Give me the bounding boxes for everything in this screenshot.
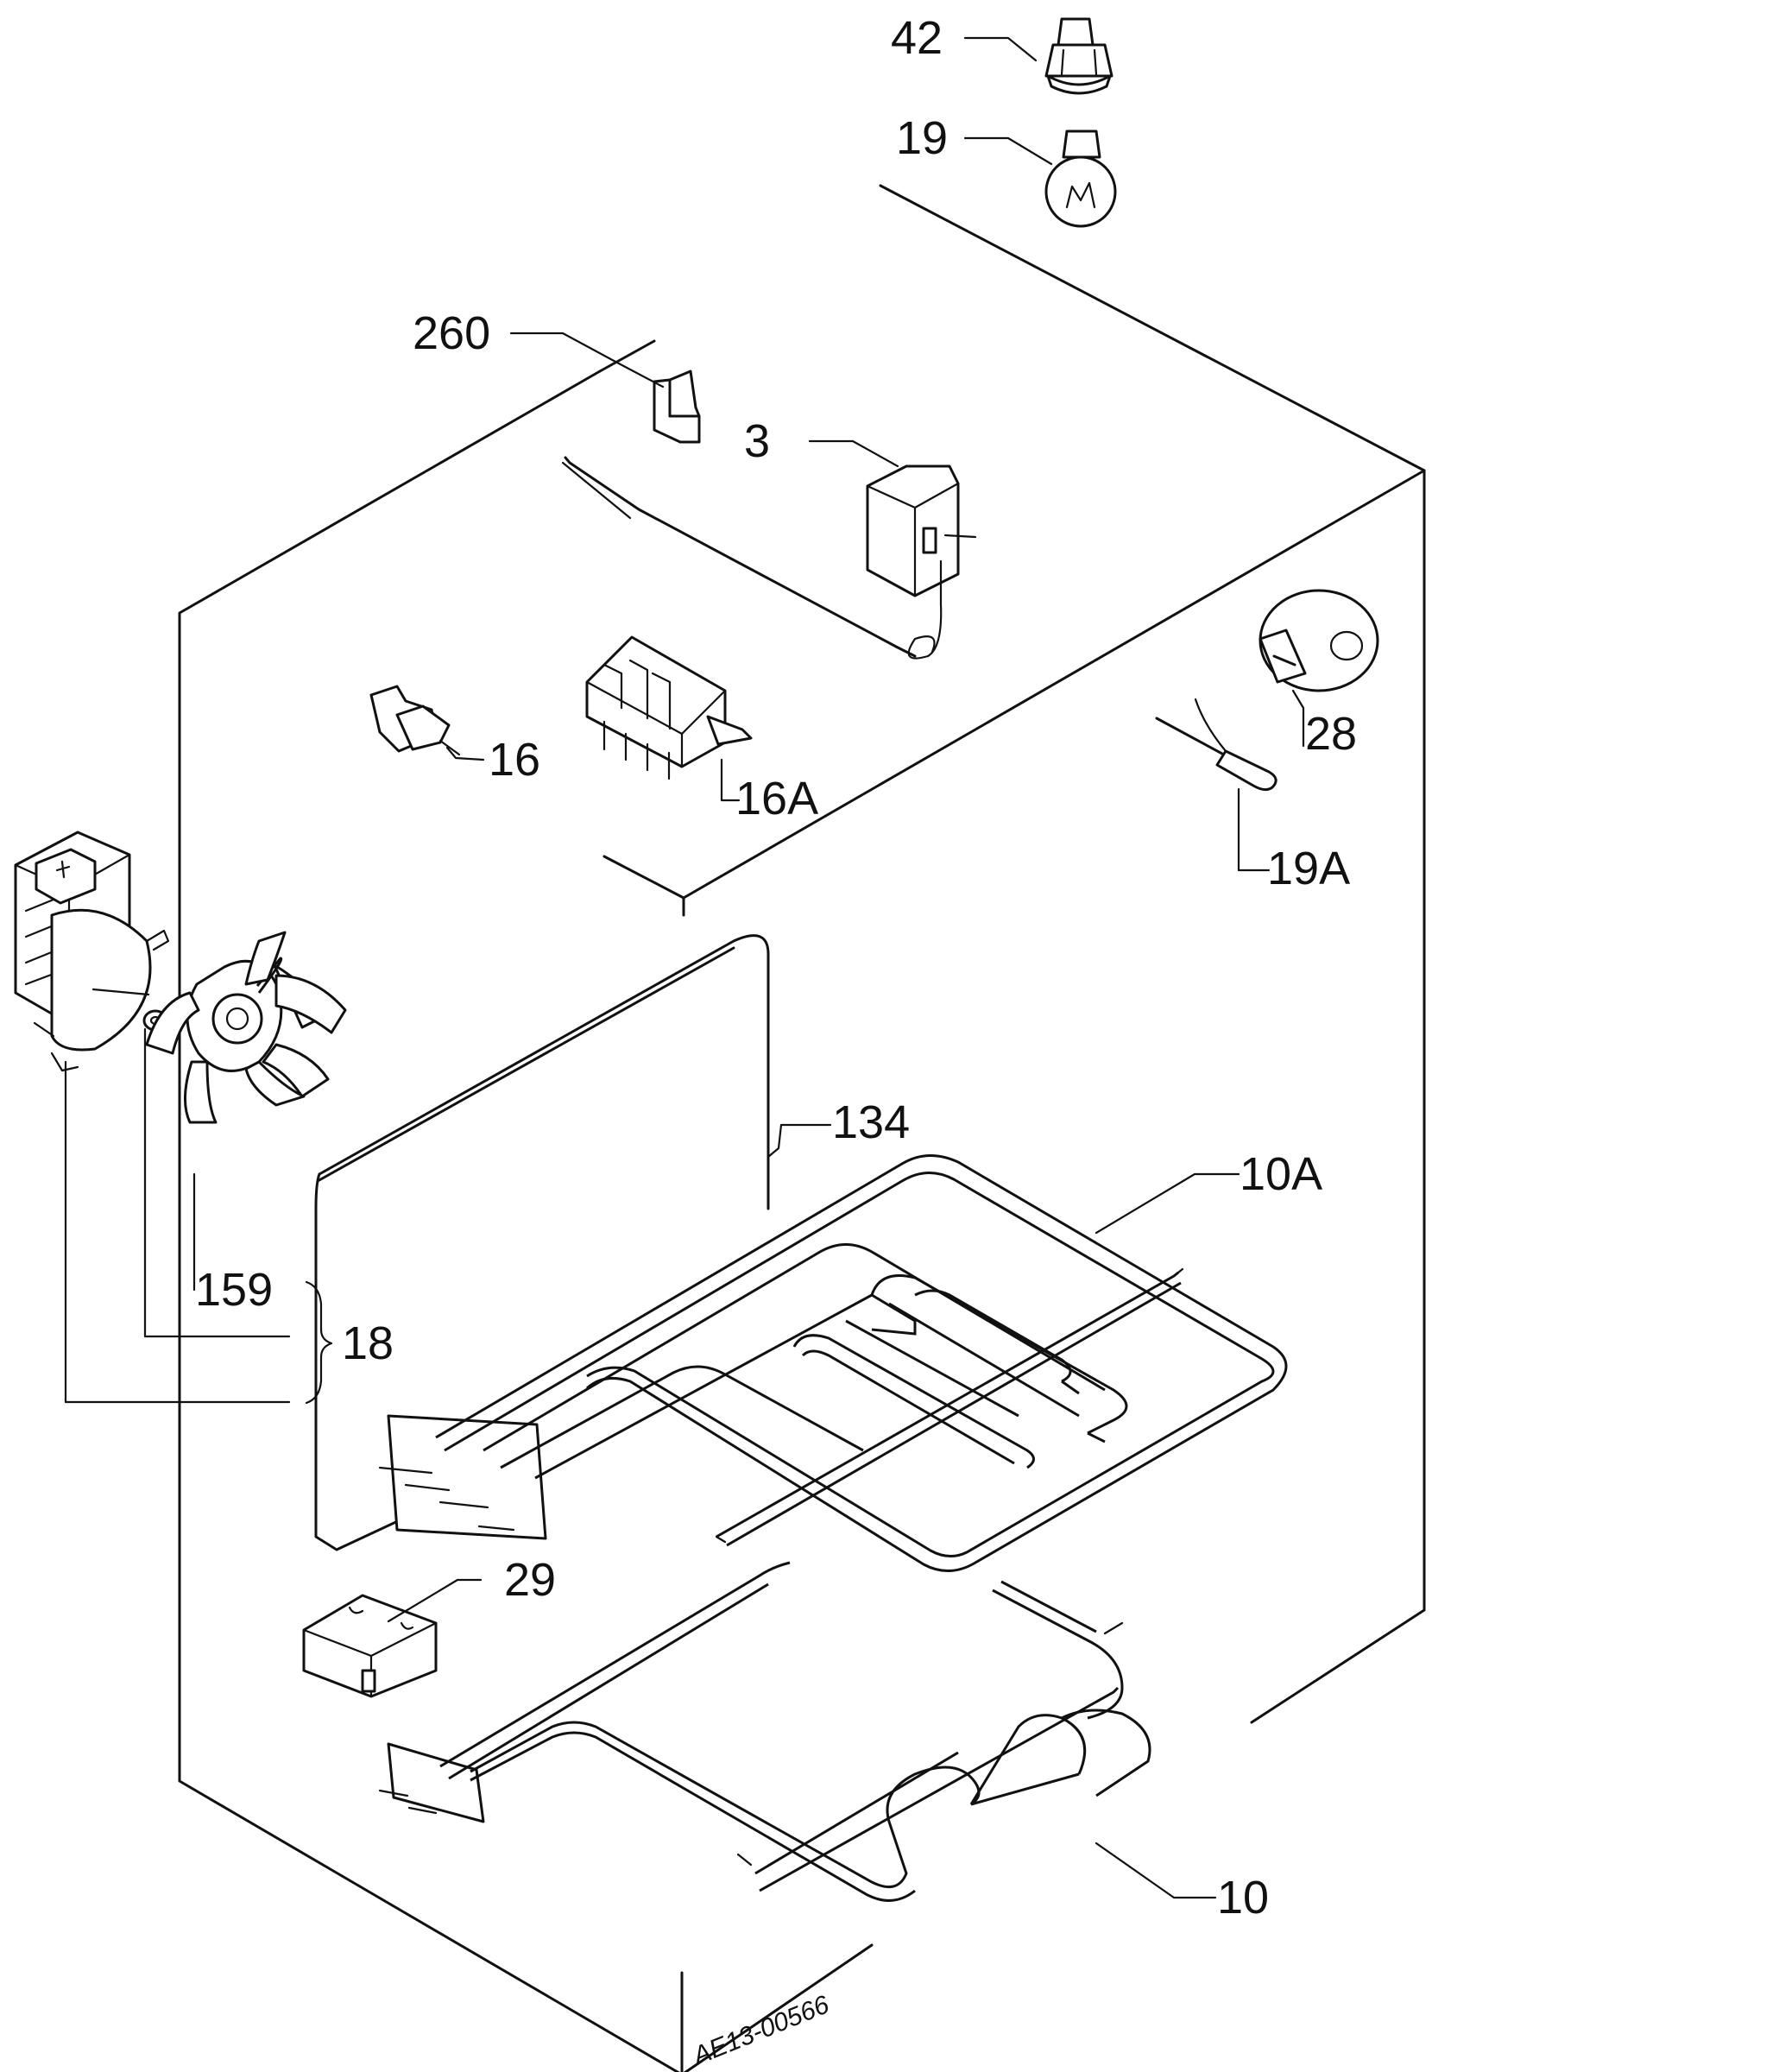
fan-wheel-part-159 xyxy=(145,931,347,1124)
callout-16a: 16A xyxy=(735,773,818,824)
selector-switch-part-16a xyxy=(585,635,753,780)
callout-3: 3 xyxy=(744,415,770,467)
callout-29: 29 xyxy=(504,1554,556,1606)
sensor-probe-part-19a xyxy=(1155,698,1277,792)
callout-28: 28 xyxy=(1305,708,1357,760)
callout-19: 19 xyxy=(896,112,948,164)
drawing-code: AE13-00566 xyxy=(687,1990,833,2071)
callout-10a: 10A xyxy=(1240,1148,1322,1200)
callout-16: 16 xyxy=(489,734,540,786)
leader-lines xyxy=(64,36,1305,1899)
clip-part-260 xyxy=(653,370,701,444)
grill-element-part-10a xyxy=(378,1153,1288,1573)
lamp-bulb-part-19 xyxy=(1044,130,1117,228)
oven-cabinet-outline xyxy=(178,184,1426,2072)
switch-part-16 xyxy=(369,685,461,756)
thermostat-part-3 xyxy=(561,456,977,660)
callout-260: 260 xyxy=(413,307,490,359)
motor-part-28 xyxy=(1259,589,1379,692)
callout-18: 18 xyxy=(342,1317,394,1369)
callout-19a: 19A xyxy=(1267,843,1350,894)
callout-159: 159 xyxy=(195,1264,273,1316)
fan-motor-assembly xyxy=(14,831,170,1072)
lamp-holder-part-42 xyxy=(1044,17,1113,95)
callout-134: 134 xyxy=(832,1096,910,1148)
callout-42: 42 xyxy=(891,12,943,64)
callout-10: 10 xyxy=(1217,1872,1269,1924)
box-part-29 xyxy=(302,1594,438,1698)
back-panel-part-134 xyxy=(314,934,770,1551)
bottom-element-part-10 xyxy=(378,1561,1151,1902)
